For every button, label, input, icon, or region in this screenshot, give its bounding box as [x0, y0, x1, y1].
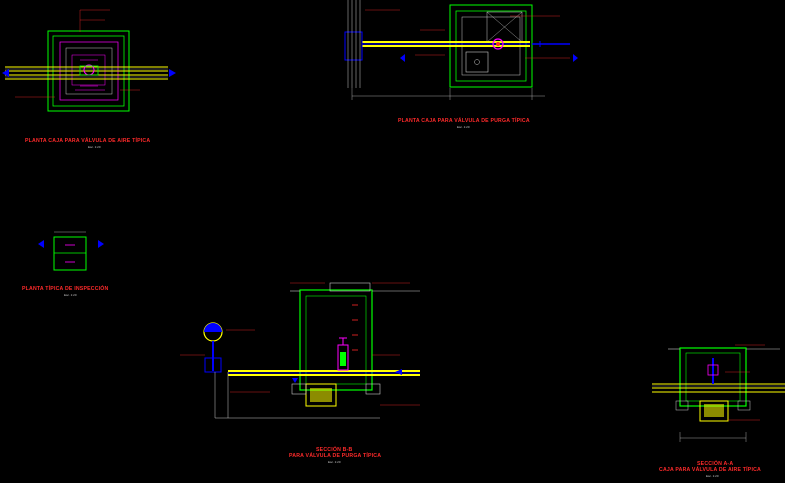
plan-inspection-lid — [38, 231, 104, 271]
section-bb-purge-valve — [180, 282, 420, 419]
title-section-bb-1: SECCIÓN B-B — [316, 447, 353, 453]
title-plan-air: PLANTA CAJA PARA VÁLVULA DE AIRE TÍPICA — [25, 138, 151, 144]
scale-section-bb: Esc. 1:20 — [328, 460, 341, 464]
title-plan-tapa: PLANTA TÍPICA DE INSPECCIÓN — [22, 286, 109, 292]
title-section-aa-2: CAJA PARA VÁLVULA DE AIRE TÍPICA — [659, 467, 761, 473]
title-plan-purga: PLANTA CAJA PARA VÁLVULA DE PURGA TÍPICA — [398, 118, 530, 124]
plan-air-valve-box — [2, 9, 176, 112]
scale-section-aa: Esc. 1:20 — [706, 474, 719, 478]
scale-plan-air: Esc. 1:20 — [88, 145, 101, 149]
scale-plan-tapa: Esc. 1:20 — [64, 293, 77, 297]
scale-plan-purga: Esc. 1:20 — [457, 125, 470, 129]
title-section-bb-2: PARA VÁLVULA DE PURGA TÍPICA — [289, 453, 382, 459]
title-section-aa-1: SECCIÓN A-A — [697, 461, 734, 467]
section-aa-air-valve — [652, 344, 785, 442]
plan-purge-valve-box — [344, 0, 578, 100]
